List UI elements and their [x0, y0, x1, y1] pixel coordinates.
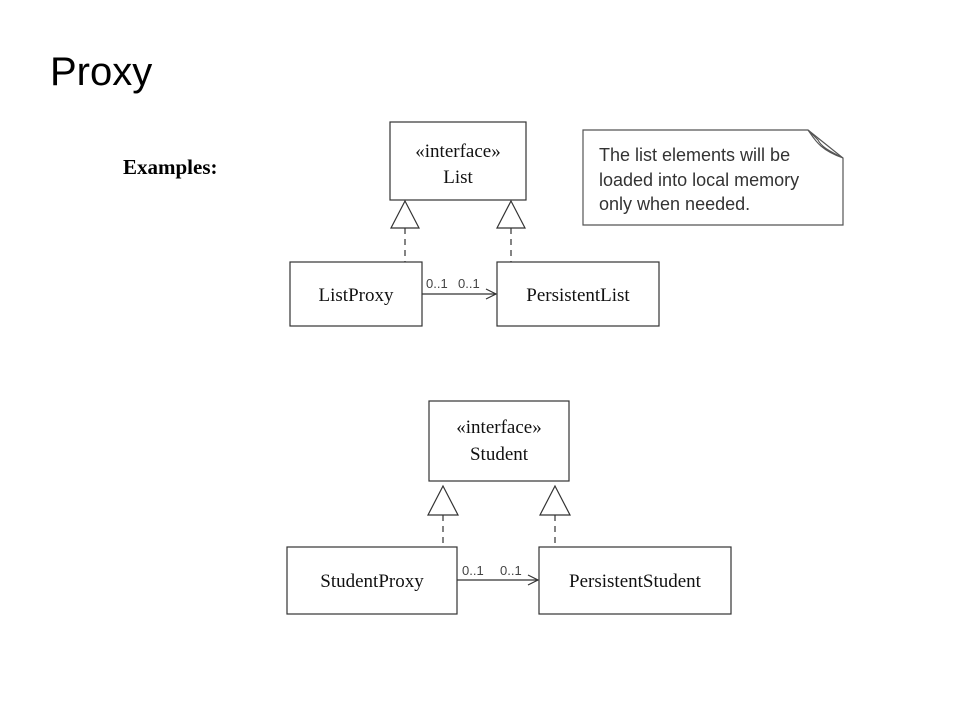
note-line-1: The list elements will be [599, 145, 790, 165]
multiplicity-left: 0..1 [462, 563, 484, 578]
class-name: StudentProxy [320, 571, 424, 592]
class-persistentstudent-box: PersistentStudent [538, 546, 732, 615]
interface-stereotype: «interface» [415, 141, 500, 162]
association-arrowhead [527, 574, 540, 586]
note: The list elements will be loaded into lo… [582, 129, 844, 226]
diagram-list-proxy: «interface» List ListProxy PersistentLis… [289, 121, 844, 327]
interface-name: Student [470, 444, 529, 465]
interface-name: List [443, 167, 473, 188]
class-name: PersistentStudent [569, 571, 702, 592]
multiplicity-left: 0..1 [426, 276, 448, 291]
diagram-student-proxy: «interface» Student StudentProxy Persist… [286, 400, 732, 615]
class-name: ListProxy [319, 285, 394, 306]
association-arrowhead [485, 288, 498, 300]
interface-list-box: «interface» List [389, 121, 527, 201]
realization-arrowhead-right [539, 484, 571, 516]
slide-title: Proxy [50, 50, 153, 94]
class-listproxy-box: ListProxy [289, 261, 423, 327]
examples-label: Examples: [123, 155, 218, 179]
note-line-3: only when needed. [599, 194, 750, 214]
multiplicity-right: 0..1 [500, 563, 522, 578]
multiplicity-right: 0..1 [458, 276, 480, 291]
interface-student-box: «interface» Student [428, 400, 570, 482]
class-studentproxy-box: StudentProxy [286, 546, 458, 615]
class-persistentlist-box: PersistentList [496, 261, 660, 327]
class-name: PersistentList [526, 285, 630, 306]
realization-arrowhead-left [390, 199, 420, 229]
note-dogear [807, 129, 844, 159]
realization-arrowhead-left [427, 484, 459, 516]
interface-stereotype: «interface» [456, 417, 541, 438]
note-line-2: loaded into local memory [599, 170, 799, 190]
realization-arrowhead-right [496, 199, 526, 229]
